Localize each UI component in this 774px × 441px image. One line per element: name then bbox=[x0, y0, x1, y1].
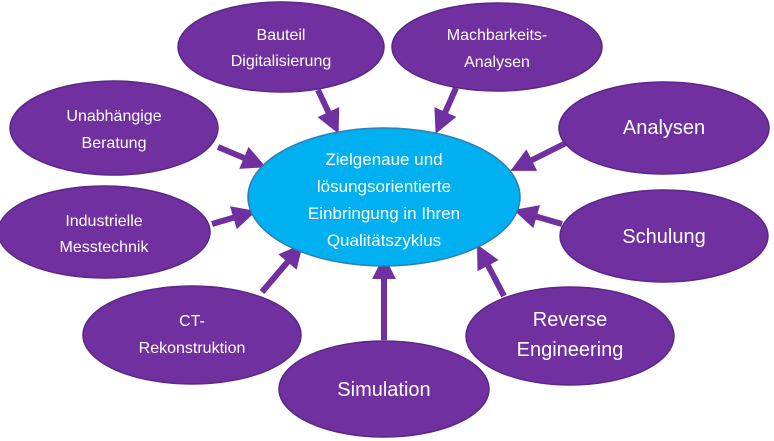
node-ct-rekonstruktion: CT- Rekonstruktion bbox=[82, 285, 302, 385]
node-industrielle-line-2: Messtechnik bbox=[60, 239, 150, 256]
node-machbarkeit-line-1: Machbarkeits- bbox=[447, 27, 547, 44]
node-industrielle-messtechnik: Industrielle Messtechnik bbox=[0, 185, 211, 279]
center-line-3: Einbringung in Ihren bbox=[308, 204, 460, 223]
node-reverse-engineering: Reverse Engineering bbox=[465, 286, 675, 386]
node-unabhaengige-line-2: Beratung bbox=[82, 135, 147, 152]
arrow-reverse bbox=[476, 244, 507, 298]
center-line-4: Qualitätszyklus bbox=[327, 231, 441, 250]
arrow-machbarkeit bbox=[434, 86, 459, 134]
node-bauteil-line-2: Digitalisierung bbox=[231, 53, 332, 70]
node-reverse-line-2: Engineering bbox=[517, 339, 624, 361]
arrow-analysen bbox=[510, 140, 568, 171]
node-analysen: Analysen bbox=[558, 81, 770, 175]
node-analysen-line-1: Analysen bbox=[623, 117, 705, 139]
arrow-schulung bbox=[513, 205, 563, 229]
arrow-ct bbox=[259, 243, 303, 294]
node-reverse-line-1: Reverse bbox=[533, 309, 607, 331]
node-simulation: Simulation bbox=[278, 340, 490, 438]
arrow-unabhaengige bbox=[216, 144, 266, 169]
node-industrielle-line-1: Industrielle bbox=[65, 213, 142, 230]
node-schulung-line-1: Schulung bbox=[622, 226, 705, 248]
center-line-1: Zielgenaue und bbox=[325, 150, 442, 169]
node-ct-line-2: Rekonstruktion bbox=[139, 340, 246, 357]
node-bauteil-digitalisierung: Bauteil Digitalisierung bbox=[177, 1, 385, 93]
arrow-bauteil bbox=[315, 88, 340, 134]
arrows bbox=[211, 86, 568, 340]
node-bauteil-line-1: Bauteil bbox=[257, 27, 306, 44]
node-simulation-line-1: Simulation bbox=[337, 379, 430, 401]
node-unabhaengige-line-1: Unabhängige bbox=[66, 108, 161, 125]
node-unabhaengige-beratung: Unabhängige Beratung bbox=[9, 80, 219, 176]
arrow-industrielle bbox=[211, 206, 257, 230]
center-line-2: lösungsorientierte bbox=[317, 177, 451, 196]
node-machbarkeits-analysen: Machbarkeits- Analysen bbox=[391, 2, 603, 92]
node-schulung: Schulung bbox=[559, 189, 769, 283]
node-machbarkeit-line-2: Analysen bbox=[464, 54, 530, 71]
center-node: Zielgenaue und lösungsorientierte Einbri… bbox=[247, 127, 521, 267]
node-ct-line-1: CT- bbox=[179, 313, 205, 330]
